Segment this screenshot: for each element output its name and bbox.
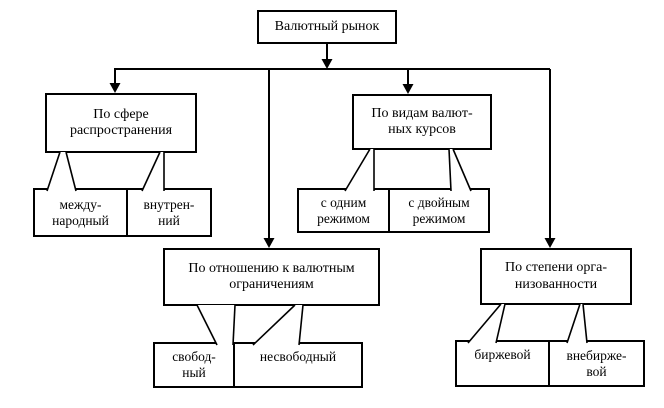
- node-non-free: несвободный: [233, 342, 363, 388]
- node-currency-market: Валютный рынок: [257, 10, 397, 44]
- node-by-organization: По степени орга- низованности: [480, 248, 632, 305]
- node-by-sphere: По сфере распространения: [45, 93, 197, 153]
- arrow-to-by-restrictions: [263, 69, 275, 248]
- arrow-root-to-bus: [321, 44, 333, 69]
- node-free: свобод- ный: [153, 342, 235, 388]
- node-exchange: биржевой: [455, 340, 550, 387]
- pointer-to-single-regime: [344, 148, 375, 192]
- pointer-to-free: [196, 304, 236, 346]
- arrow-to-by-organization: [544, 69, 556, 248]
- node-domestic: внутрен- ний: [126, 188, 212, 237]
- node-otc: внебирже- вой: [548, 340, 645, 387]
- pointer-to-dual-regime: [448, 148, 472, 192]
- node-international: между- народный: [33, 188, 128, 237]
- pointer-to-non-free: [252, 304, 304, 346]
- node-by-rate-types: По видам валют- ных курсов: [352, 94, 492, 150]
- node-single-regime: с одним режимом: [297, 188, 390, 233]
- node-dual-regime: с двойным режимом: [388, 188, 490, 233]
- arrow-to-by-rate-types: [402, 69, 414, 94]
- pointer-to-otc: [566, 303, 588, 344]
- pointer-to-exchange: [467, 303, 506, 344]
- pointer-to-domestic: [141, 151, 165, 192]
- arrow-to-by-sphere: [109, 69, 121, 93]
- pointer-to-international: [46, 151, 77, 192]
- node-by-restrictions: По отношению к валютным ограничениям: [163, 248, 380, 306]
